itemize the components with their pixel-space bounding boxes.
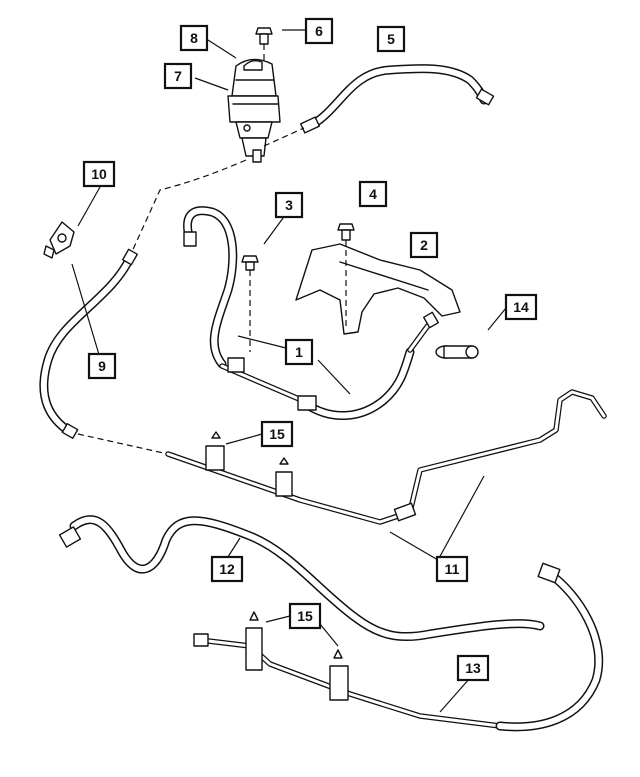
callout-12-label: 12 (219, 561, 235, 577)
callout-9: 9 (87, 352, 117, 380)
callout-2-label: 2 (420, 237, 428, 253)
callout-5-label: 5 (387, 31, 395, 47)
callout-13: 13 (456, 654, 490, 682)
callout-8-label: 8 (190, 30, 198, 46)
pressure-hose-1 (219, 311, 440, 420)
bolt-hose-3 (241, 255, 259, 271)
clip-10 (43, 221, 75, 259)
callout-14: 14 (504, 293, 538, 321)
pressure-hose-3 (183, 206, 238, 369)
callout-8: 8 (179, 24, 209, 52)
pressure-hose-12 (58, 515, 545, 642)
return-hose-9 (39, 248, 139, 440)
bolt-4 (337, 223, 355, 241)
heat-shield-2 (295, 243, 461, 335)
callout-9-label: 9 (98, 358, 106, 374)
return-hose-5 (299, 64, 495, 134)
callout-10: 10 (82, 160, 116, 188)
callout-4-label: 4 (369, 186, 377, 202)
callout-11-label: 11 (445, 561, 460, 577)
callout-12: 12 (210, 555, 244, 583)
bolt-6 (255, 27, 273, 45)
clamp-14 (435, 345, 479, 359)
callout-7-label: 7 (174, 68, 182, 84)
return-hose-13 (193, 562, 604, 732)
callout-7: 7 (163, 62, 193, 90)
callout-3: 3 (274, 191, 304, 219)
callout-4: 4 (358, 180, 388, 208)
callout-3-label: 3 (285, 197, 293, 213)
leader-lines (71, 29, 507, 713)
callout-15-upper: 15 (260, 420, 294, 448)
bracket-15-upper (205, 431, 293, 497)
reservoir-assembly (227, 58, 281, 163)
callout-11: 11 (435, 555, 469, 583)
callout-1-label: 1 (295, 344, 303, 360)
callout-14-label: 14 (513, 299, 529, 315)
callout-13-label: 13 (465, 660, 481, 676)
callout-15-upper-label: 15 (269, 426, 285, 442)
callout-6-label: 6 (315, 23, 323, 39)
callout-5: 5 (376, 25, 406, 53)
cooler-tube-11 (165, 389, 607, 525)
callout-15-lower: 15 (288, 602, 322, 630)
callout-15-lower-label: 15 (297, 608, 313, 624)
bracket-15-lower (245, 611, 349, 701)
callout-10-label: 10 (91, 166, 107, 182)
callout-6: 6 (304, 17, 334, 45)
callout-1: 1 (284, 338, 314, 366)
callout-2: 2 (409, 231, 439, 259)
